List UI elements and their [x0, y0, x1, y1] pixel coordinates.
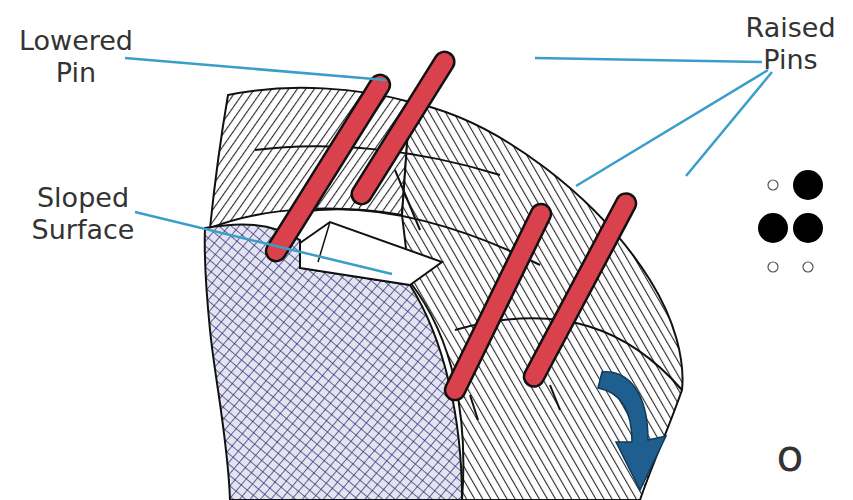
leader-line	[125, 58, 386, 80]
sloped-surface	[300, 222, 442, 285]
leader-line	[135, 212, 392, 274]
pin-stem	[395, 170, 420, 230]
leader-line	[576, 70, 768, 186]
leader-line	[686, 72, 772, 176]
rotation-arrow	[598, 372, 666, 490]
braille-cell	[758, 170, 823, 272]
raised-pin	[348, 48, 458, 208]
part-label: Lowered Pin	[10, 25, 142, 90]
braille-letter: o	[765, 430, 815, 483]
raised-pin	[520, 190, 639, 390]
leader-line	[535, 58, 762, 62]
sketch-background	[178, 0, 683, 500]
part-label: Raised Pins	[728, 12, 853, 77]
pin-stem	[470, 395, 478, 420]
pin-stem	[550, 385, 560, 410]
part-label: Sloped Surface	[8, 182, 158, 247]
